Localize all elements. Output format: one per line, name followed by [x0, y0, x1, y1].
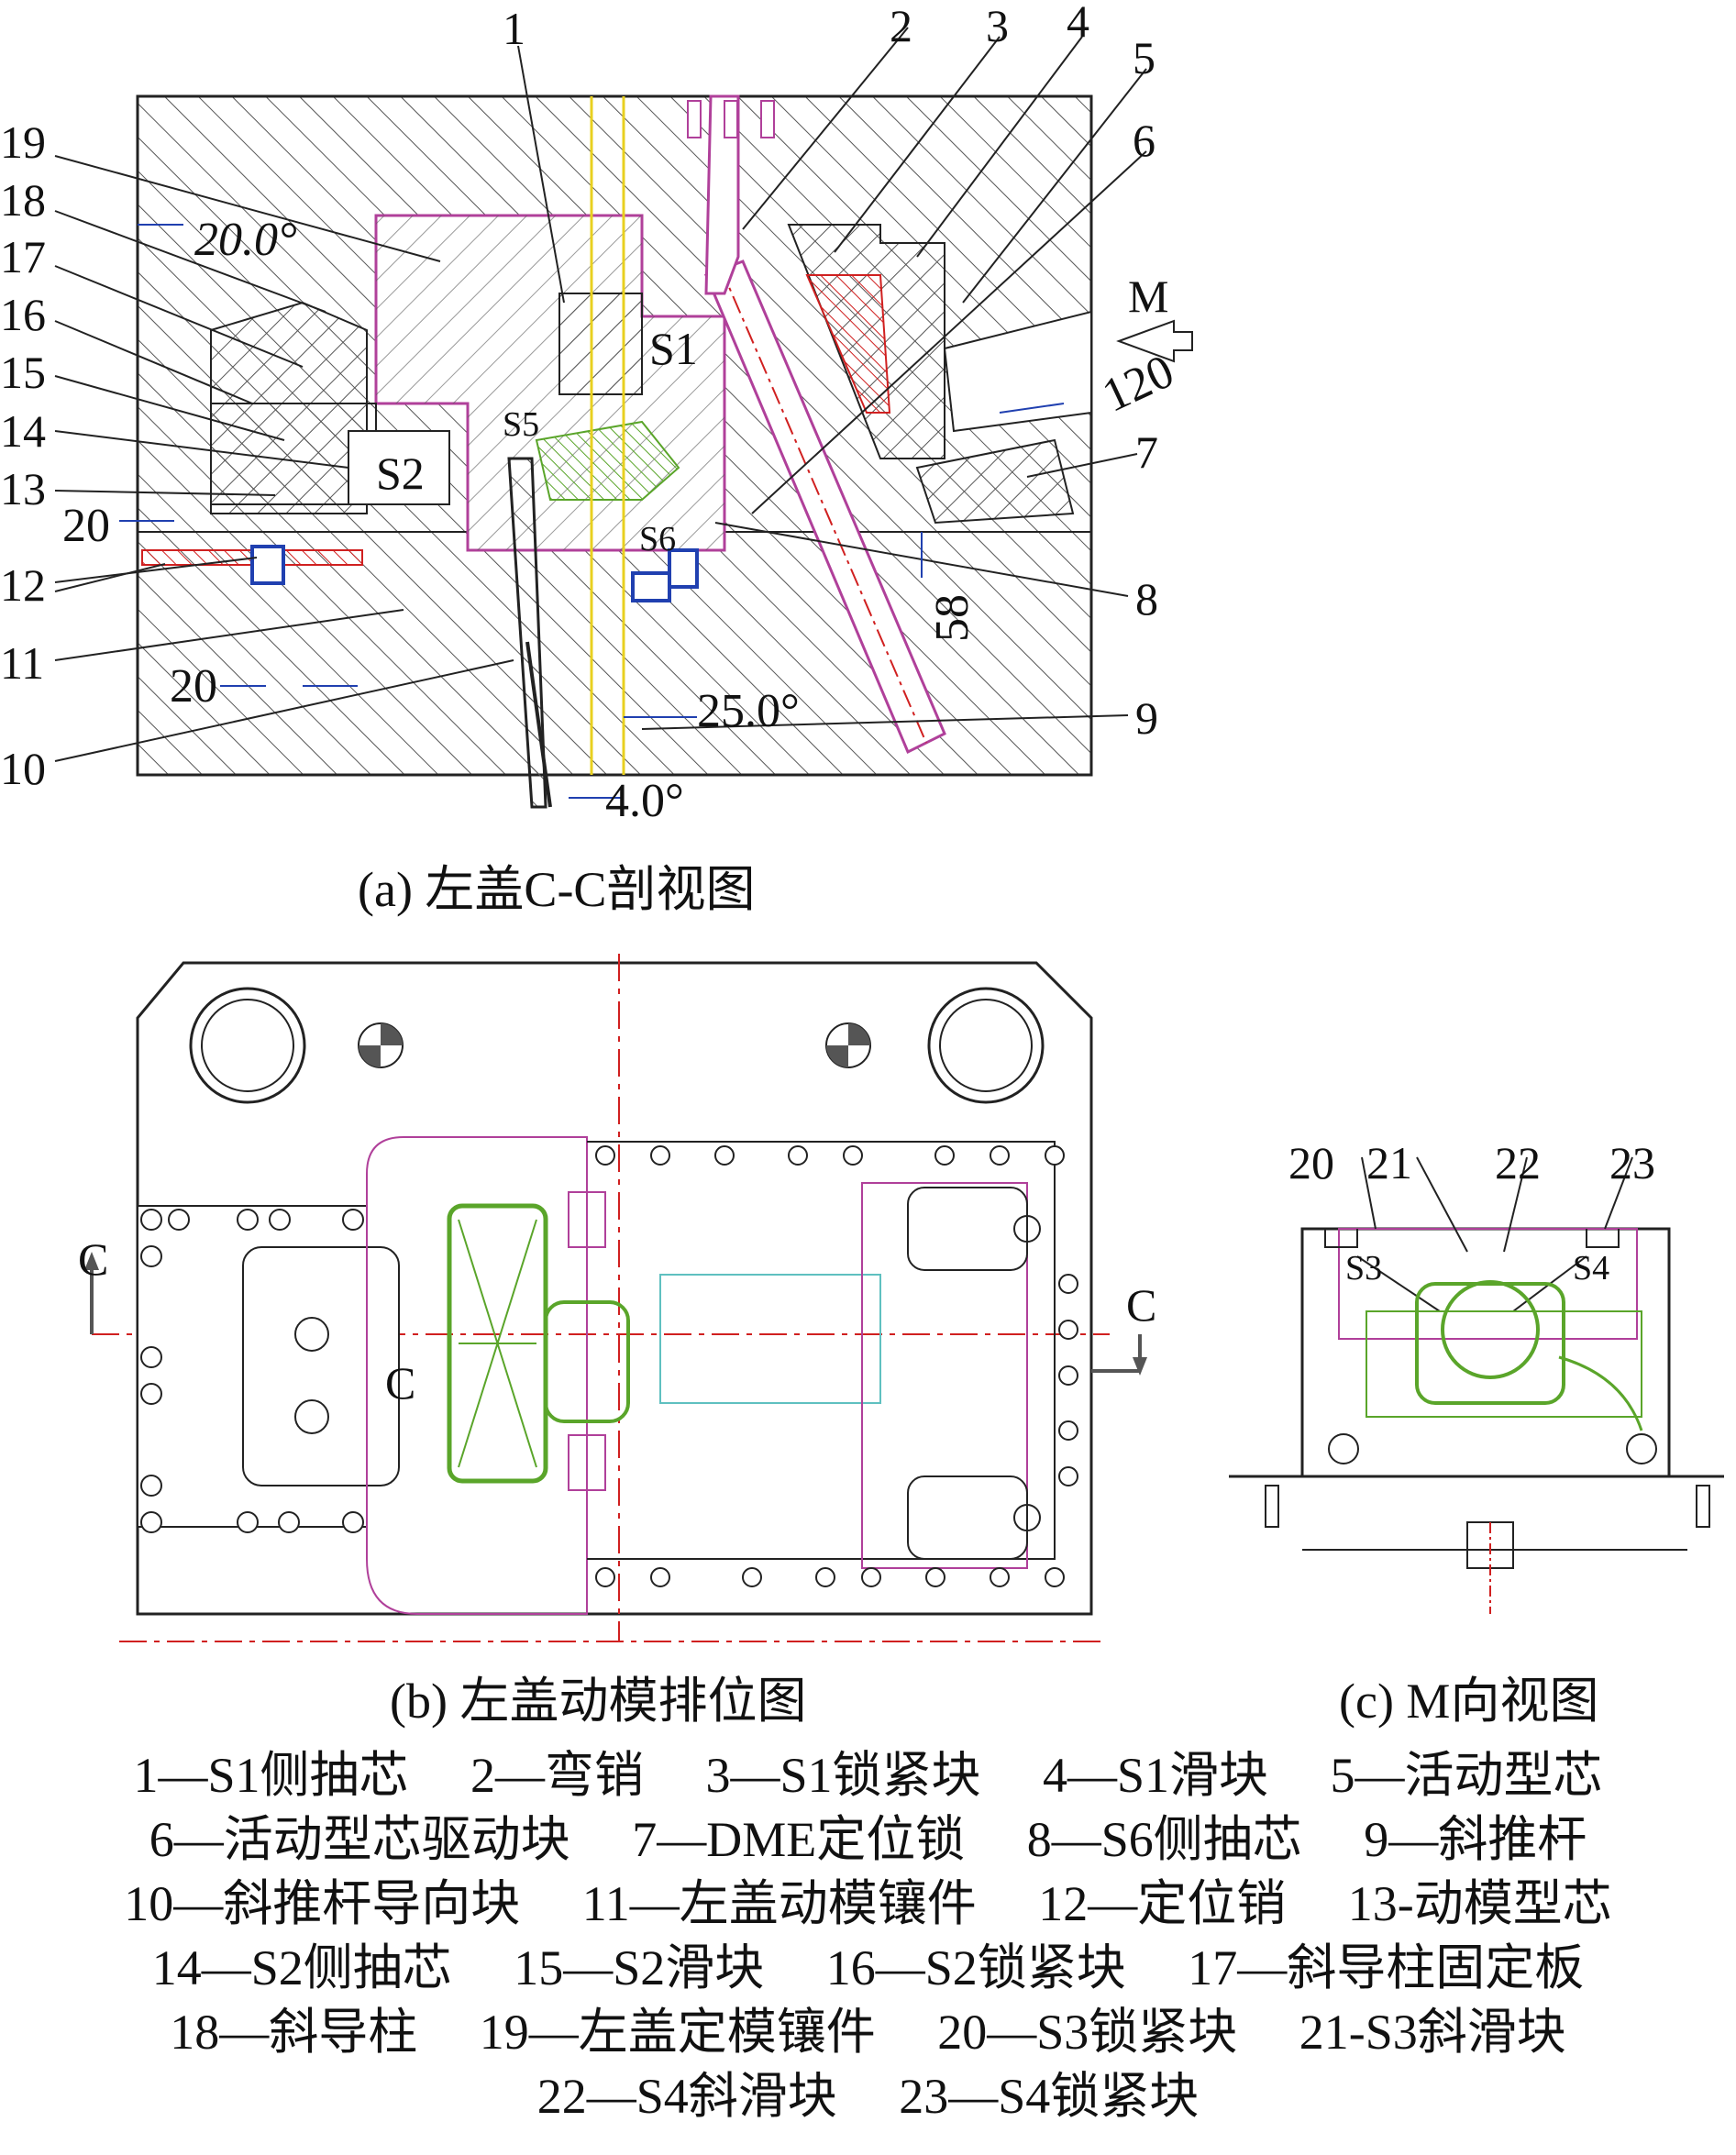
- section-mark: C: [1126, 1279, 1156, 1331]
- zone-label: S5: [503, 405, 539, 444]
- caption-a: (a) 左盖C-C剖视图: [358, 862, 756, 917]
- m-view-c: [1229, 1156, 1724, 1614]
- part-number: 12: [0, 559, 46, 611]
- guide-bush-hole: [189, 987, 306, 1104]
- part-number: 21: [1366, 1137, 1412, 1188]
- dimension-lines-a: [119, 224, 1065, 799]
- caption-b: (b) 左盖动模排位图: [390, 1674, 807, 1729]
- layout-view-b: [84, 954, 1147, 1642]
- guide-bush-hole: [927, 987, 1045, 1104]
- part-number: 11: [0, 637, 44, 689]
- part-number: 10: [0, 743, 46, 794]
- part-numbers-c: 20 21 22 23 S3 S4: [1288, 1137, 1655, 1287]
- zone-label: S6: [639, 520, 676, 558]
- part-number: 18: [0, 174, 46, 226]
- part-number: 8: [1135, 573, 1158, 624]
- part-number: 22: [1495, 1137, 1541, 1188]
- m-view-outline: [1300, 1227, 1671, 1478]
- locating-pin: [250, 545, 285, 585]
- legend-line: 22—S4斜滑块 23—S4锁紧块: [536, 2069, 1200, 2124]
- section-mark: C: [385, 1357, 415, 1409]
- dimension-angle: 25.0°: [697, 685, 800, 737]
- bent-pin-2: [704, 94, 740, 295]
- legend-line: 14—S2侧抽芯 15—S2滑块 16—S2锁紧块 17—斜导柱固定板: [151, 1940, 1585, 1995]
- part-number: 16: [0, 289, 46, 340]
- part-number: 17: [0, 231, 46, 282]
- dimension-value: 58: [926, 594, 979, 642]
- caption-c: (c) M向视图: [1339, 1674, 1599, 1729]
- part-number: 2: [890, 0, 912, 51]
- part-number: 6: [1133, 115, 1155, 166]
- section-marks-b: C C C: [78, 1233, 1156, 1409]
- dimension-angle: 4.0°: [605, 775, 684, 827]
- view-marker: M: [1128, 271, 1168, 322]
- dimension-value: 20: [170, 660, 217, 713]
- part-number: 1: [503, 3, 525, 54]
- zone-labels-a: S1 S2 S5 S6: [376, 323, 698, 558]
- part-number: 20: [1288, 1137, 1334, 1188]
- part-number: 15: [0, 347, 46, 398]
- section-mark: C: [78, 1233, 108, 1285]
- part-number: 14: [0, 405, 46, 457]
- part-number: 3: [986, 0, 1009, 51]
- section-view-a: [136, 94, 1193, 809]
- legend-line: 18—斜导柱 19—左盖定模镶件 20—S3锁紧块 21-S3斜滑块: [170, 2005, 1566, 2060]
- part-number: 7: [1135, 426, 1158, 478]
- dme-lock: [915, 438, 1075, 525]
- dimension-value: 20: [62, 500, 110, 552]
- zone-label: S2: [376, 448, 425, 499]
- zone-label: S4: [1573, 1249, 1609, 1287]
- legend-line: 10—斜推杆导向块 11—左盖动模镶件 12—定位销 13-动模型芯: [124, 1876, 1612, 1931]
- part-number: 9: [1135, 692, 1158, 744]
- part-number: 13: [0, 463, 46, 514]
- part-numbers-a: 1 2 3 4 5 6 7 8 9 10 11 12 13 14 15 16 1…: [0, 0, 1158, 794]
- m-view-arrow: [1116, 319, 1193, 363]
- part-number: 19: [0, 116, 46, 168]
- s2-zone: [348, 430, 450, 505]
- part-number: 23: [1609, 1137, 1655, 1188]
- zone-label: S3: [1345, 1249, 1382, 1287]
- leader-lines-a: [54, 27, 1147, 762]
- dimension-angle: 20.0°: [194, 214, 297, 266]
- zone-label: S1: [649, 323, 698, 374]
- part-number: 4: [1067, 0, 1089, 47]
- legend-line: 1—S1侧抽芯 2—弯销 3—S1锁紧块 4—S1滑块 5—活动型芯: [133, 1748, 1603, 1803]
- legend-line: 6—活动型芯驱动块 7—DME定位锁 8—S6侧抽芯 9—斜推杆: [149, 1812, 1587, 1867]
- part-number: 5: [1133, 32, 1155, 83]
